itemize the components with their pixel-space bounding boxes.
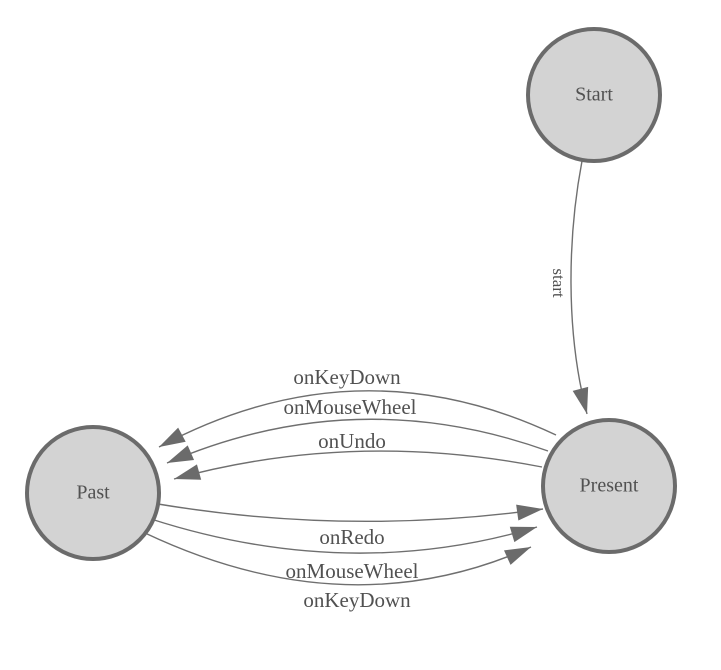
node-start-circle xyxy=(526,27,662,163)
edge-label-group: start onKeyDown onMouseWheel onUndo onRe… xyxy=(284,268,569,611)
edge-label-onundo: onUndo xyxy=(318,429,386,453)
edge-start-to-present xyxy=(570,160,589,415)
node-start: Start xyxy=(526,27,662,163)
edge-group xyxy=(144,160,589,586)
edge-label-onkeydown-upper: onKeyDown xyxy=(293,365,401,389)
edge-past-to-present-onkeydown xyxy=(144,532,532,586)
edge-label-onmousewheel-upper: onMouseWheel xyxy=(284,395,417,419)
edge-label-onmousewheel-lower: onMouseWheel xyxy=(286,559,419,583)
edge-label-start: start xyxy=(549,268,568,298)
node-past: Past xyxy=(25,425,161,561)
node-present: Present xyxy=(541,418,677,554)
edge-past-to-present-onredo xyxy=(157,503,544,523)
edge-present-to-past-onkeydown xyxy=(158,390,557,448)
edge-present-to-past-onundo xyxy=(173,450,543,480)
node-past-label: Past xyxy=(76,482,110,504)
edge-label-onredo: onRedo xyxy=(319,525,384,549)
node-start-label: Start xyxy=(575,84,613,106)
edge-present-to-past-onmousewheel xyxy=(166,418,549,464)
node-present-label: Present xyxy=(580,475,639,497)
edge-past-to-present-onmousewheel xyxy=(150,518,538,554)
node-present-circle xyxy=(541,418,677,554)
node-past-circle xyxy=(25,425,161,561)
edge-label-onkeydown-lower: onKeyDown xyxy=(303,588,411,612)
node-group: Start Past Present xyxy=(25,27,677,561)
